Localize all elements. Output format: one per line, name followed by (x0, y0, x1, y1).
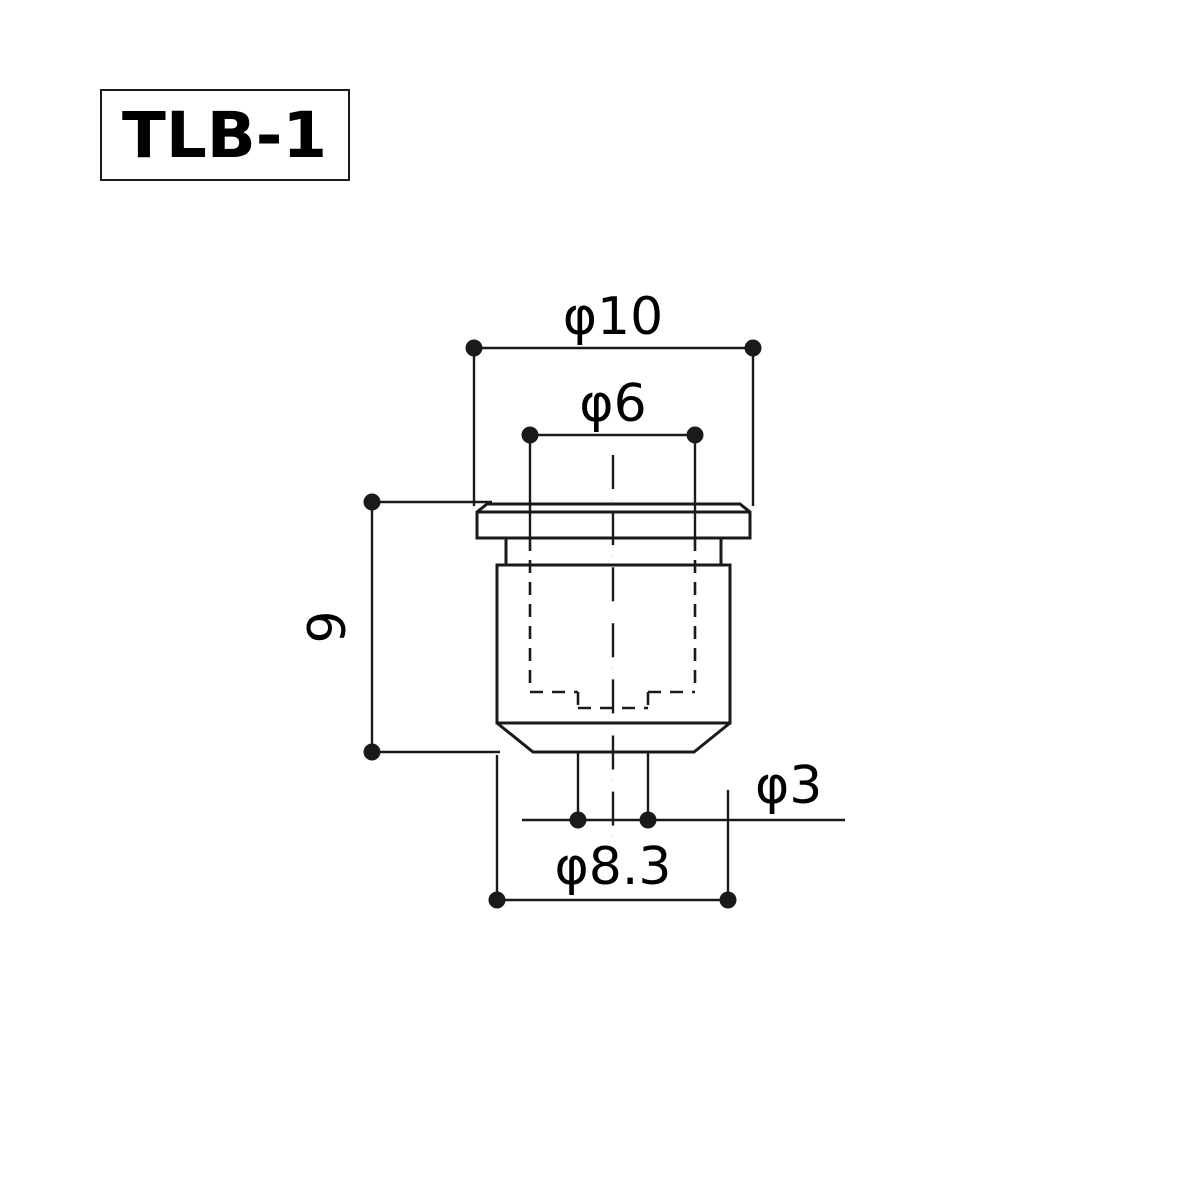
phi6-terminator-right (686, 426, 704, 444)
height9-label: 9 (298, 610, 358, 643)
phi3-terminator-left (569, 811, 587, 829)
dimension-phi10: φ10 (465, 287, 762, 506)
phi8-3-terminator-left (488, 891, 506, 909)
phi8-3-label: φ8.3 (555, 837, 672, 897)
dimension-phi8-3: φ8.3 (488, 755, 737, 909)
dimension-phi3: φ3 (522, 752, 845, 829)
phi6-terminator-left (521, 426, 539, 444)
part-outline (475, 502, 752, 754)
phi6-label: φ6 (579, 374, 646, 434)
phi10-label: φ10 (563, 287, 663, 347)
hidden-lines (528, 538, 697, 710)
part-number-box: TLB-1 (100, 89, 350, 181)
phi8-3-terminator-right (719, 891, 737, 909)
phi3-terminator-right (639, 811, 657, 829)
dimension-phi6: φ6 (521, 374, 704, 540)
phi3-label: φ3 (755, 756, 822, 816)
phi10-terminator-left (465, 339, 483, 357)
height9-terminator-top (363, 493, 381, 511)
dimension-height9: 9 (298, 493, 500, 761)
height9-terminator-bottom (363, 743, 381, 761)
part-number-label: TLB-1 (122, 98, 328, 172)
phi10-terminator-right (744, 339, 762, 357)
